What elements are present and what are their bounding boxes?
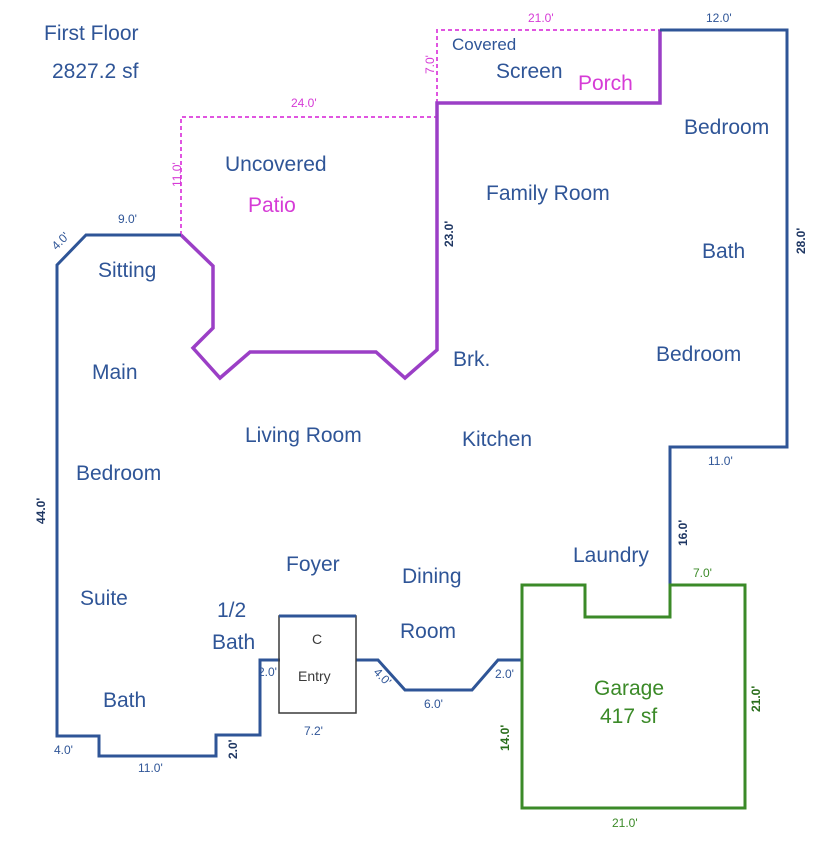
room-dining-room: Room — [400, 620, 456, 643]
entry-label: Entry — [298, 668, 331, 684]
room-bath-left: Bath — [103, 689, 146, 712]
garage-outline — [520, 583, 747, 810]
dim-patio-top: 24.0' — [291, 96, 317, 110]
room-uncovered: Uncovered — [225, 153, 327, 176]
dim-corner-diag: 4.0' — [49, 229, 72, 252]
dim-right-notch: 11.0' — [708, 454, 733, 468]
garage-area: 417 sf — [600, 705, 657, 728]
dim-garage-right: 21.0' — [749, 686, 763, 712]
room-kitchen: Kitchen — [462, 428, 532, 451]
room-garage: Garage — [594, 677, 664, 700]
room-family: Family Room — [486, 182, 610, 205]
room-covered: Covered — [452, 35, 516, 54]
room-brk: Brk. — [453, 348, 490, 371]
room-suite: Suite — [80, 587, 128, 610]
dim-entry-bottom: 7.2' — [304, 724, 323, 738]
room-bath-right: Bath — [702, 240, 745, 263]
room-bedroom-left: Bedroom — [76, 462, 161, 485]
room-half-bath: Bath — [212, 631, 255, 654]
house-outline — [55, 28, 789, 758]
dim-laundry-side: 16.0' — [676, 520, 690, 546]
dim-dining-bottom: 6.0' — [424, 697, 443, 711]
dim-top-right: 12.0' — [706, 11, 732, 25]
dim-patio-side: 11.0' — [170, 162, 184, 187]
uncovered-patio-outline — [180, 116, 437, 235]
floor-area: 2827.2 sf — [52, 60, 139, 83]
dim-left-side: 44.0' — [34, 498, 48, 524]
dim-dining-step: 2.0' — [495, 667, 514, 681]
dim-porch-top: 21.0' — [528, 11, 554, 25]
dim-dining-diag: 4.0' — [371, 665, 394, 688]
room-screen: Screen — [496, 60, 563, 83]
room-half: 1/2 — [217, 599, 246, 622]
dim-garage-top: 7.0' — [693, 566, 712, 580]
room-laundry: Laundry — [573, 544, 649, 567]
dim-bath-step: 2.0' — [226, 739, 240, 759]
entry-closet-label: C — [312, 631, 322, 647]
dim-entry-side: 2.0' — [258, 665, 277, 679]
covered-porch-outline — [436, 29, 660, 103]
room-porch: Porch — [578, 72, 633, 95]
dim-sitting-top: 9.0' — [118, 212, 137, 226]
room-living: Living Room — [245, 424, 362, 447]
room-patio: Patio — [248, 194, 296, 217]
room-bedroom-right: Bedroom — [656, 343, 741, 366]
room-foyer: Foyer — [286, 553, 340, 576]
room-sitting: Sitting — [98, 259, 156, 282]
floor-title: First Floor — [44, 22, 139, 45]
dim-right-side: 28.0' — [794, 228, 808, 254]
room-main: Main — [92, 361, 138, 384]
dim-bath-bottom: 11.0' — [138, 761, 163, 775]
patio-wall — [179, 30, 662, 381]
dim-garage-bottom: 21.0' — [612, 816, 638, 830]
room-bedroom-top: Bedroom — [684, 116, 769, 139]
dim-bottom-left: 4.0' — [54, 743, 73, 757]
dim-garage-left: 14.0' — [498, 725, 512, 751]
room-dining: Dining — [402, 565, 462, 588]
dim-family-side: 23.0' — [442, 221, 456, 247]
dim-porch-side: 7.0' — [423, 55, 437, 74]
